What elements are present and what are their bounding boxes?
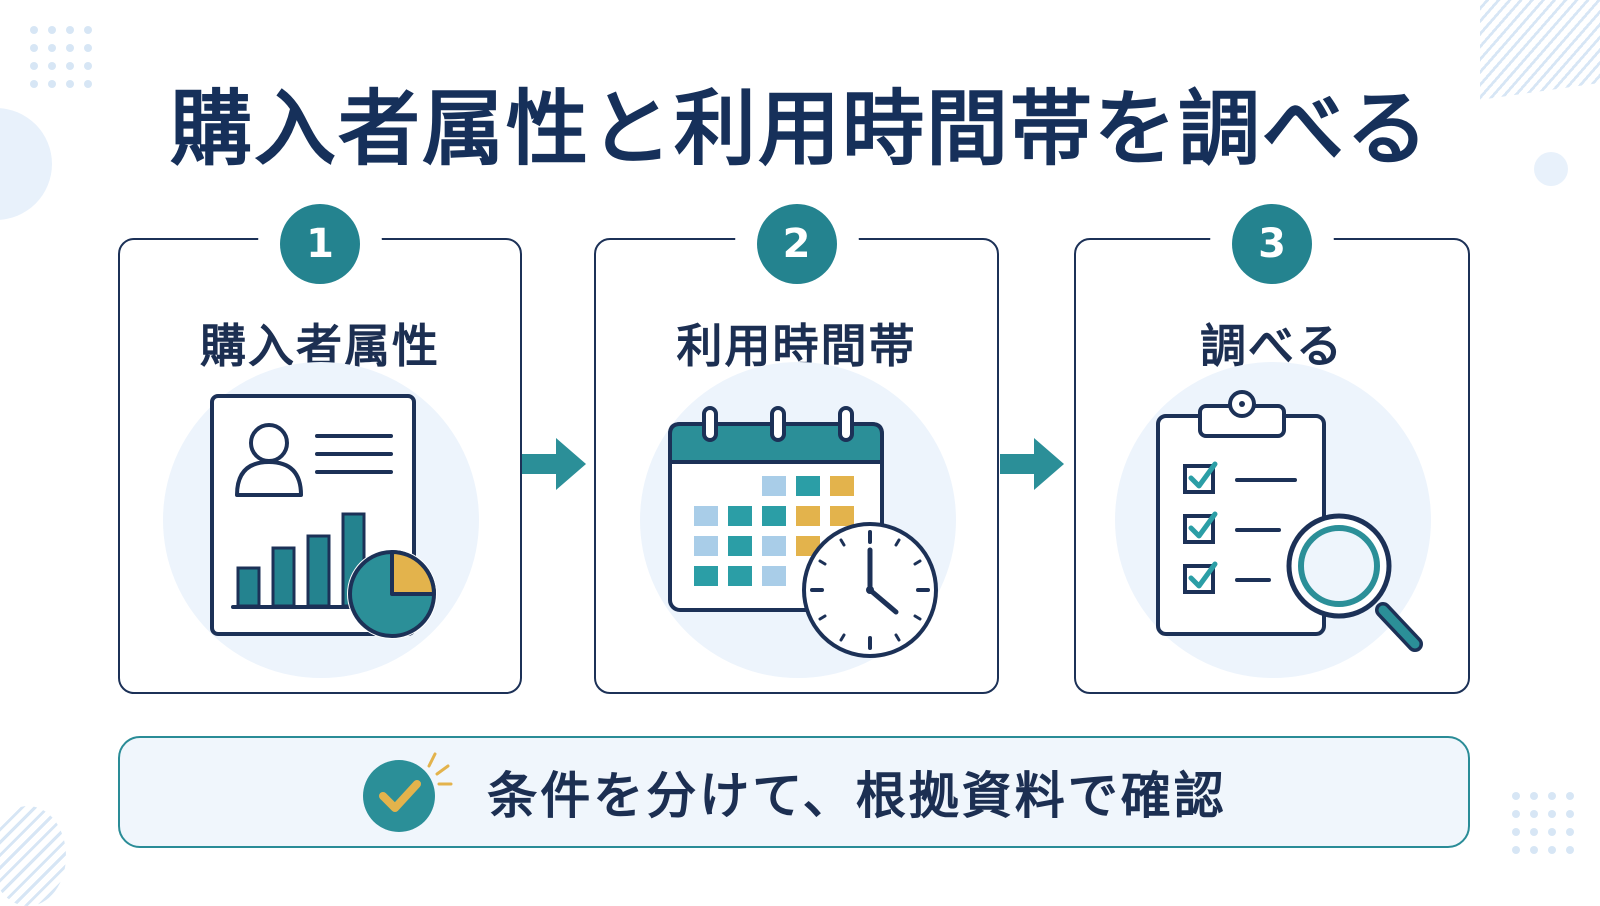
calendar-clock-icon xyxy=(632,362,962,682)
step-number-badge: 1 xyxy=(280,204,360,284)
checklist-magnifier-icon xyxy=(1107,362,1437,682)
profile-report-chart-icon xyxy=(155,362,485,682)
arrow-right-icon xyxy=(522,438,586,490)
step-card-3: 3 調べる xyxy=(1074,204,1470,694)
summary-banner: 条件を分けて、根拠資料で確認 xyxy=(118,736,1470,848)
arrow-right-icon xyxy=(1000,438,1064,490)
decorative-dots-top-left xyxy=(30,26,92,88)
page-title: 購入者属性と利用時間帯を調べる xyxy=(169,82,1430,177)
step-number-badge: 3 xyxy=(1232,204,1312,284)
step-card-2: 2 利用時間帯 xyxy=(594,204,999,694)
check-circle-icon xyxy=(361,746,453,838)
decorative-stripes-bottom-left xyxy=(0,806,66,906)
decorative-circle-right xyxy=(1534,152,1568,186)
decorative-dots-bottom-right xyxy=(1512,792,1574,854)
summary-text: 条件を分けて、根拠資料で確認 xyxy=(487,767,1227,825)
step-card-1: 1 購入者属性 xyxy=(118,204,522,694)
step-number-badge: 2 xyxy=(756,204,837,284)
